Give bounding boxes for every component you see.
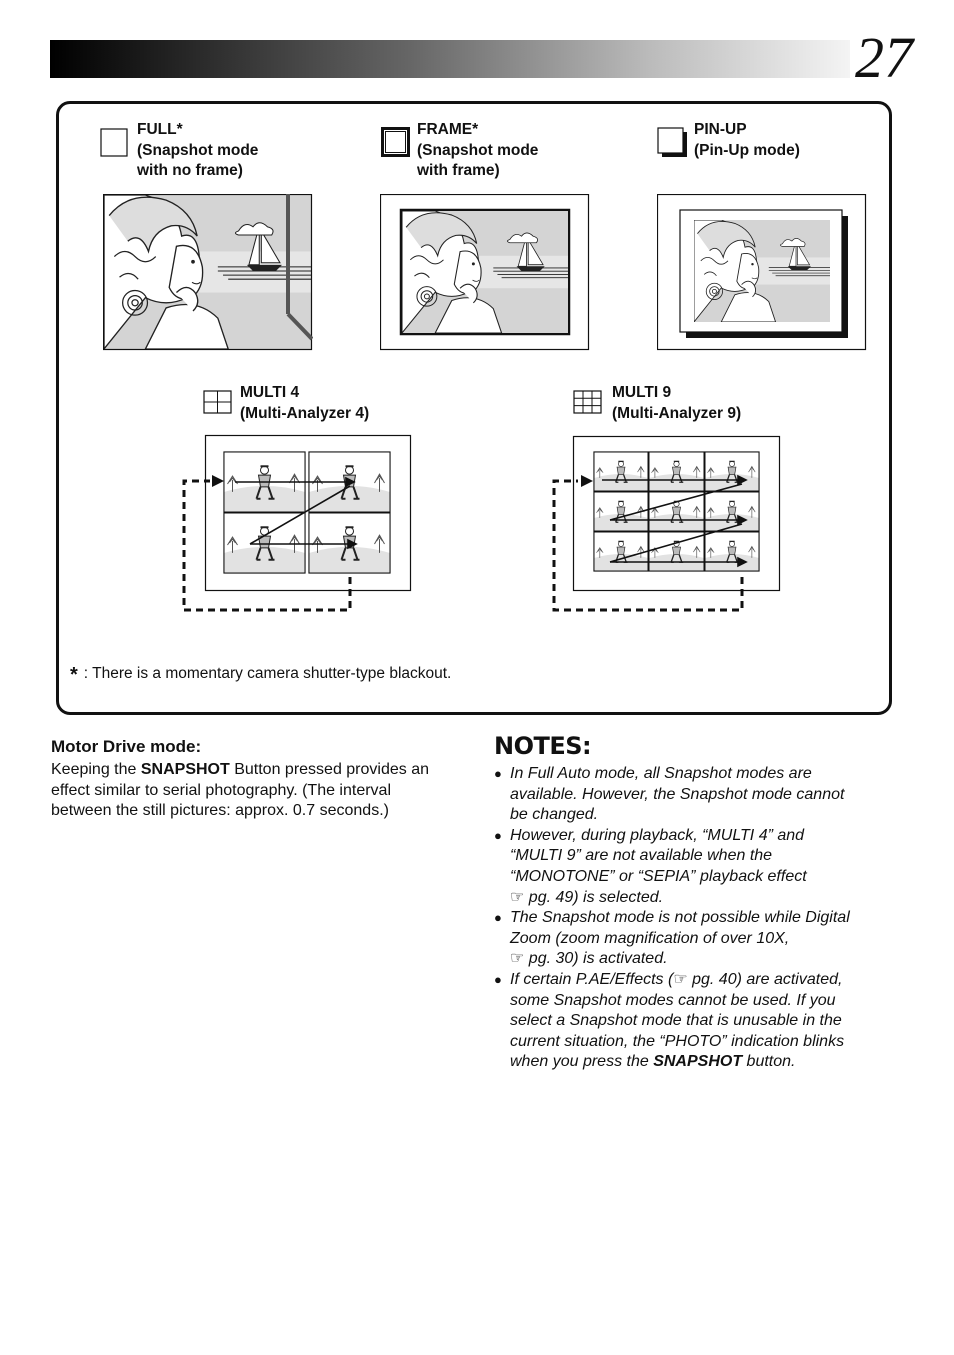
note-line: “MULTI 9” are not available when the	[510, 846, 904, 867]
pinup-mode-line: (Pin-Up mode)	[694, 141, 800, 162]
motor-drive-text-pre: Keeping the	[51, 761, 141, 778]
full-mode-line: with no frame)	[137, 161, 258, 182]
multi9-illustration	[550, 434, 785, 619]
snapshot-keyword: SNAPSHOT	[141, 761, 230, 778]
note-line: button.	[742, 1053, 795, 1070]
note-line: some Snapshot modes cannot be used. If y…	[510, 991, 904, 1012]
page-number: 27	[855, 26, 913, 90]
footnote-text: : There is a momentary camera shutter-ty…	[84, 665, 452, 682]
full-mode-line: FULL*	[137, 120, 258, 141]
snapshot-keyword: SNAPSHOT	[653, 1053, 742, 1070]
note-item: ● In Full Auto mode, all Snapshot modes …	[494, 764, 904, 826]
bullet-icon: ●	[494, 826, 502, 847]
pinup-mode-label: PIN-UP (Pin-Up mode)	[694, 120, 800, 161]
motor-drive-line: effect similar to serial photography. (T…	[51, 781, 471, 802]
bullet-icon: ●	[494, 908, 502, 929]
full-mode-icon	[100, 128, 128, 163]
pinup-mode-illustration	[657, 194, 867, 356]
note-line: pg. 49) is selected.	[529, 889, 663, 906]
reference-hand-icon: ☞	[673, 971, 687, 988]
note-line: available. However, the Snapshot mode ca…	[510, 785, 904, 806]
notes-list: ● In Full Auto mode, all Snapshot modes …	[494, 764, 904, 1073]
multi9-mode-line: MULTI 9	[612, 383, 741, 404]
note-item: ● If certain P.AE/Effects (☞ pg. 40) are…	[494, 970, 904, 1073]
footnote-star: *	[70, 664, 78, 686]
note-line: In Full Auto mode, all Snapshot modes ar…	[510, 764, 904, 785]
full-mode-illustration	[103, 194, 313, 356]
note-line: when you press the	[510, 1053, 653, 1070]
frame-mode-line: (Snapshot mode	[417, 141, 538, 162]
pinup-mode-line: PIN-UP	[694, 120, 800, 141]
note-line: If certain P.AE/Effects (	[510, 971, 673, 988]
note-line: The Snapshot mode is not possible while …	[510, 908, 904, 929]
notes-title: NOTES:	[494, 732, 591, 760]
motor-drive-text-post: Button pressed provides an	[230, 761, 429, 778]
full-mode-label: FULL* (Snapshot mode with no frame)	[137, 120, 258, 182]
frame-mode-line: with frame)	[417, 161, 538, 182]
multi4-mode-icon	[203, 390, 233, 421]
frame-mode-illustration	[380, 194, 590, 356]
reference-hand-icon: ☞	[510, 950, 524, 967]
pinup-mode-icon	[657, 127, 689, 164]
full-mode-line: (Snapshot mode	[137, 141, 258, 162]
header-gradient-bar	[50, 40, 850, 78]
note-line: be changed.	[510, 805, 904, 826]
note-item: ● The Snapshot mode is not possible whil…	[494, 908, 904, 970]
multi9-mode-label: MULTI 9 (Multi-Analyzer 9)	[612, 383, 741, 424]
note-line: However, during playback, “MULTI 4” and	[510, 826, 904, 847]
motor-drive-line: between the still pictures: approx. 0.7 …	[51, 801, 471, 822]
frame-mode-line: FRAME*	[417, 120, 538, 141]
note-line: Zoom (zoom magnification of over 10X,	[510, 929, 904, 950]
frame-mode-label: FRAME* (Snapshot mode with frame)	[417, 120, 538, 182]
bullet-icon: ●	[494, 970, 502, 991]
footnote: * : There is a momentary camera shutter-t…	[70, 664, 451, 687]
multi4-mode-label: MULTI 4 (Multi-Analyzer 4)	[240, 383, 369, 424]
note-line: select a Snapshot mode that is unusable …	[510, 1011, 904, 1032]
multi9-mode-line: (Multi-Analyzer 9)	[612, 404, 741, 425]
note-line: “MONOTONE” or “SEPIA” playback effect	[510, 867, 904, 888]
note-item: ● However, during playback, “MULTI 4” an…	[494, 826, 904, 908]
motor-drive-text: Keeping the SNAPSHOT Button pressed prov…	[51, 760, 471, 822]
bullet-icon: ●	[494, 764, 502, 785]
note-line: current situation, the “PHOTO” indicatio…	[510, 1032, 904, 1053]
multi9-mode-icon	[573, 390, 603, 421]
reference-hand-icon: ☞	[510, 889, 524, 906]
note-line: pg. 40) are activated,	[688, 971, 843, 988]
multi4-mode-line: (Multi-Analyzer 4)	[240, 404, 369, 425]
frame-mode-icon	[381, 127, 411, 164]
multi4-illustration	[180, 434, 415, 619]
motor-drive-heading: Motor Drive mode:	[51, 737, 201, 757]
multi4-mode-line: MULTI 4	[240, 383, 369, 404]
note-line: pg. 30) is activated.	[529, 950, 668, 967]
